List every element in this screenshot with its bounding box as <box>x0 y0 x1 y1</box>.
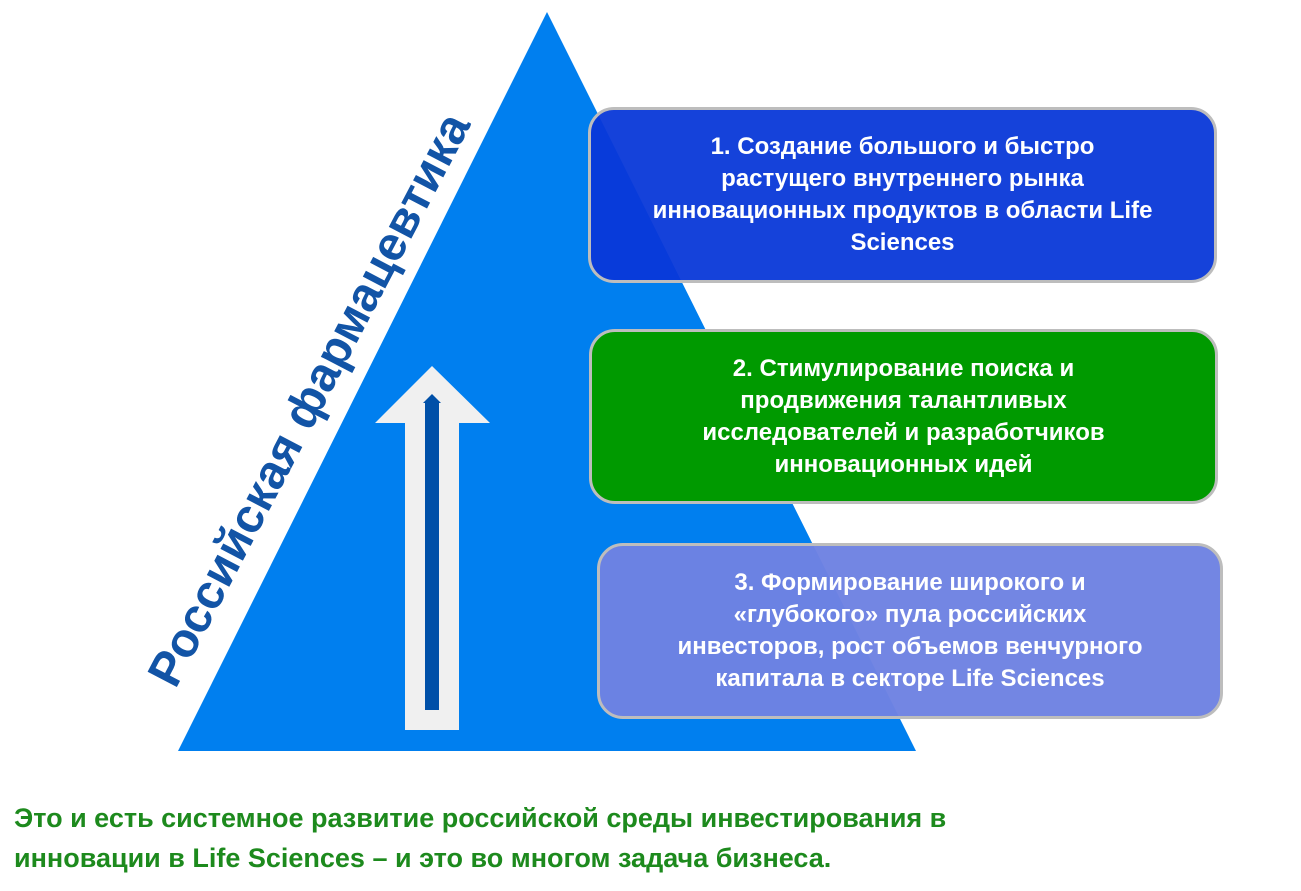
goal-1-line: инновационных продуктов в области Life <box>652 197 1153 224</box>
goal-1-line: растущего внутреннего рынка <box>721 165 1084 192</box>
goal-3-line: инвесторов, рост объемов венчурного <box>677 633 1143 660</box>
goal-2-line: инновационных идей <box>774 450 1033 478</box>
goal-3-line: 3. Формирование широкого и <box>734 569 1086 596</box>
goal-3-line: капитала в секторе Life Sciences <box>715 665 1105 692</box>
goal-box-1: 1. Создание большого и быстро растущего … <box>588 107 1217 283</box>
goal-box-3: 3. Формирование широкого и «глубокого» п… <box>597 543 1223 719</box>
goal-1-line: Sciences <box>850 229 955 256</box>
goal-3-line: «глубокого» пула российских <box>733 601 1087 628</box>
inner-arrow-icon <box>423 394 441 710</box>
goal-2-line: исследователей и разработчиков <box>702 418 1105 446</box>
conclusion-text: Это и есть системное развитие российской… <box>14 798 1264 878</box>
goal-2-line: 2. Стимулирование поиска и <box>732 354 1075 382</box>
conclusion-line: Это и есть системное развитие российской… <box>14 803 947 833</box>
goal-box-2: 2. Стимулирование поиска и продвижения т… <box>589 329 1218 504</box>
goal-1-line: 1. Создание большого и быстро <box>710 133 1095 160</box>
conclusion-line: инновации в Life Sciences – и это во мно… <box>14 843 832 873</box>
goal-2-line: продвижения талантливых <box>740 386 1067 414</box>
